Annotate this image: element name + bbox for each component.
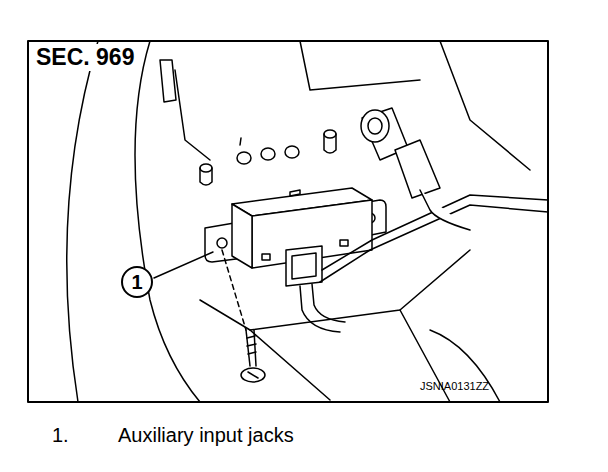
leader-line	[154, 252, 213, 278]
console-outline	[67, 41, 530, 402]
holes	[237, 138, 299, 164]
legend-number: 1.	[52, 424, 69, 447]
part-name: Auxiliary input jacks	[118, 424, 294, 447]
section-number: SEC. 969	[33, 44, 137, 71]
callout-number: 1	[131, 272, 142, 292]
callout-circle: 1	[121, 266, 153, 298]
bosses	[200, 130, 336, 185]
harness	[300, 195, 548, 332]
figure-frame	[28, 41, 548, 402]
jack-module	[205, 188, 386, 286]
figure-code: JSNIA0131ZZ	[420, 380, 489, 392]
screw	[222, 250, 265, 382]
input-jack	[361, 108, 470, 230]
